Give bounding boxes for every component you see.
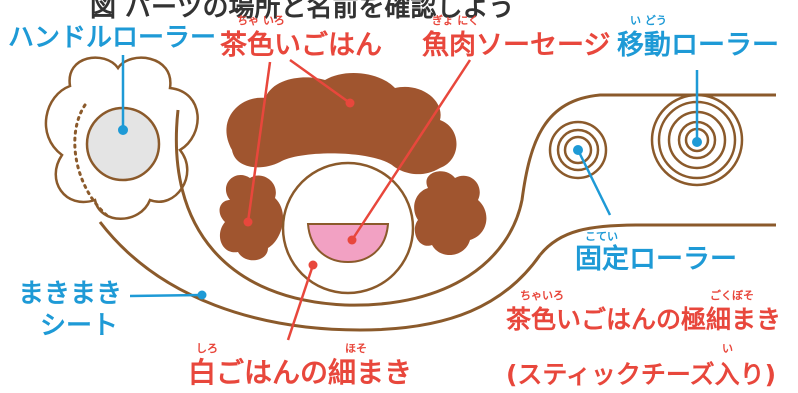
label-rolling-sheet-line1: まきまき (18, 279, 122, 309)
brown-rice-top (226, 73, 457, 175)
handle-roller-dotted-arc (73, 103, 112, 220)
ruby-moving-roller: い どう (630, 14, 667, 27)
label-fish-sausage: 魚肉ソーセージ (422, 29, 610, 61)
label-brown-rice: 茶色いごはん (220, 29, 382, 61)
top-caption: 図 パーツの場所と名前を確認しよう (90, 0, 515, 23)
ruby-white-rice-roll-2: ほそ (345, 342, 367, 355)
leader-dot-rolling-sheet (197, 290, 207, 300)
leader-lines (121, 55, 699, 341)
handle-roller (44, 56, 199, 220)
label-handle-roller: ハンドルローラー (8, 23, 216, 53)
ruby-brown-thin-roll-1: ちゃいろ (520, 289, 564, 302)
ruby-fish-sausage: ぎょ にく (432, 13, 479, 27)
leader-brown-rice-top (289, 58, 351, 105)
leader-dot-white-rice (308, 260, 318, 270)
ruby-white-rice-roll-1: しろ (196, 342, 218, 355)
rolling-sheet-line (98, 221, 542, 332)
leader-fish-sausage (350, 59, 472, 241)
brown-rice-left (219, 175, 284, 261)
label-white-rice-roll: 白ごはんの細まき (188, 356, 412, 389)
ruby-brown-thin-roll-2: ごくぼそ (710, 288, 754, 302)
ruby-cheese-stick: い (722, 342, 733, 355)
leader-dot-fish-sausage (347, 235, 357, 245)
ruby-fixed-roller: こてい (585, 230, 618, 243)
label-brown-thin-roll: 茶色いごはんの極細まき (506, 305, 781, 334)
leader-brown-rice-left (246, 61, 272, 223)
leader-white-rice (286, 264, 315, 341)
fixed-roller-ring-mid (556, 128, 600, 172)
label-moving-roller: 移動ローラー (617, 30, 779, 61)
label-cheese-stick: (スティックチーズ入り) (506, 360, 776, 389)
brown-rice (219, 73, 487, 261)
label-fixed-roller: 固定ローラー (575, 243, 737, 275)
leader-rolling-sheet (129, 293, 203, 298)
leader-fixed-roller (576, 149, 612, 216)
leader-dot-brown-left (243, 217, 253, 227)
fish-sausage (306, 223, 390, 264)
ruby-brown-rice: ちゃ いろ (237, 14, 285, 27)
inner-sheet-curve (174, 93, 776, 307)
outer-sheet-line (538, 223, 776, 256)
brown-rice-right (414, 171, 487, 256)
label-rolling-sheet-line2: シート (40, 311, 118, 341)
leader-dot-brown-top (345, 98, 355, 108)
